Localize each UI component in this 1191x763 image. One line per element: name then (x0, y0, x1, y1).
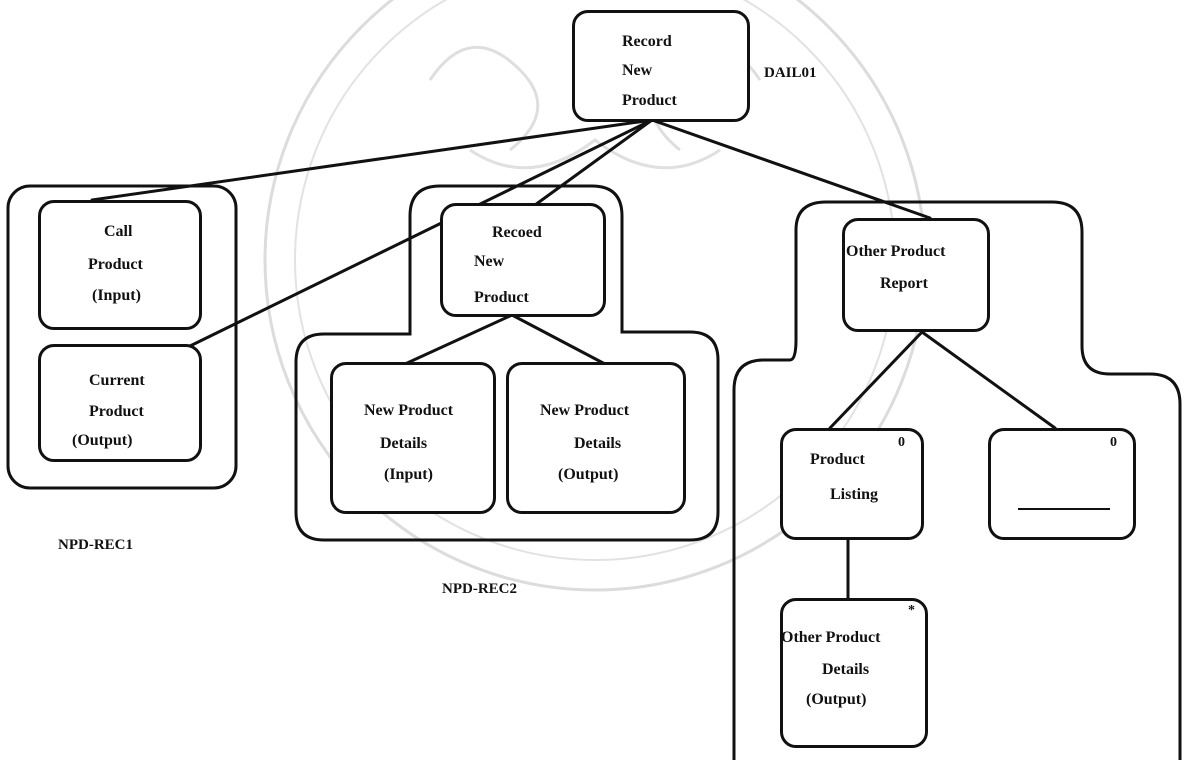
node-other-product-details-line-1: Other Product (781, 629, 881, 646)
node-call-product-line-1: Call (104, 223, 133, 240)
node-recoed-new-product-line-2: New (474, 253, 505, 270)
label-npd-rec2: NPD-REC2 (442, 581, 517, 597)
node-record-new-product-line-3: Product (622, 92, 677, 109)
node-product-listing-marker: 0 (898, 435, 905, 450)
node-other-product-report-line-2: Report (880, 275, 928, 292)
connector-report-blank (920, 330, 1057, 430)
connector-recoed-details-output (510, 313, 607, 366)
node-call-product-line-2: Product (88, 256, 143, 273)
node-product-listing (780, 428, 924, 540)
node-new-product-details-output-line-1: New Product (540, 402, 630, 419)
node-product-listing-line-2: Listing (830, 486, 879, 503)
node-current-product (38, 344, 202, 462)
node-current-product-line-2: Product (89, 403, 144, 420)
label-dail01: DAIL01 (764, 65, 817, 81)
node-recoed-new-product-line-3: Product (474, 289, 529, 306)
node-new-product-details-input-line-2: Details (380, 435, 428, 452)
node-other-product-details-line-2: Details (822, 661, 870, 678)
connector-report-listing (828, 330, 924, 430)
node-record-new-product-line-2: New (622, 62, 653, 79)
node-blank-selection-marker: 0 (1110, 435, 1117, 450)
node-current-product-line-1: Current (89, 372, 145, 389)
node-new-product-details-output (506, 362, 686, 514)
group-npd-rec1 (6, 184, 238, 490)
node-other-product-report (842, 218, 990, 332)
node-recoed-new-product-line-1: Recoed (492, 224, 542, 241)
connector-root-recoed (533, 118, 654, 207)
node-recoed-new-product (440, 203, 606, 317)
node-new-product-details-input (330, 362, 496, 514)
connector-root-current-product (188, 118, 654, 348)
node-product-listing-line-1: Product (810, 451, 865, 468)
node-new-product-details-input-line-1: New Product (364, 402, 454, 419)
connector-root-call-product (90, 118, 654, 202)
node-record-new-product-line-1: Record (622, 33, 672, 50)
group-other-product (732, 200, 1182, 760)
node-record-new-product (572, 10, 750, 122)
node-other-product-report-line-1: Other Product (846, 243, 946, 260)
node-new-product-details-output-line-3: (Output) (558, 466, 619, 483)
group-npd-rec2 (294, 184, 720, 542)
connector-recoed-details-input (403, 313, 514, 366)
node-new-product-details-output-line-2: Details (574, 435, 622, 452)
node-current-product-line-3: (Output) (72, 432, 133, 449)
node-blank-selection-underline (1018, 508, 1110, 510)
node-call-product-line-3: (Input) (92, 287, 141, 304)
node-call-product (38, 200, 202, 330)
node-new-product-details-input-line-3: (Input) (384, 466, 433, 483)
connector-root-other-report (650, 118, 932, 220)
node-blank-selection (988, 428, 1136, 540)
label-npd-rec1: NPD-REC1 (58, 537, 133, 553)
node-other-product-details-line-3: (Output) (806, 691, 867, 708)
node-other-product-details (780, 598, 928, 748)
node-other-product-details-marker: * (908, 603, 915, 618)
